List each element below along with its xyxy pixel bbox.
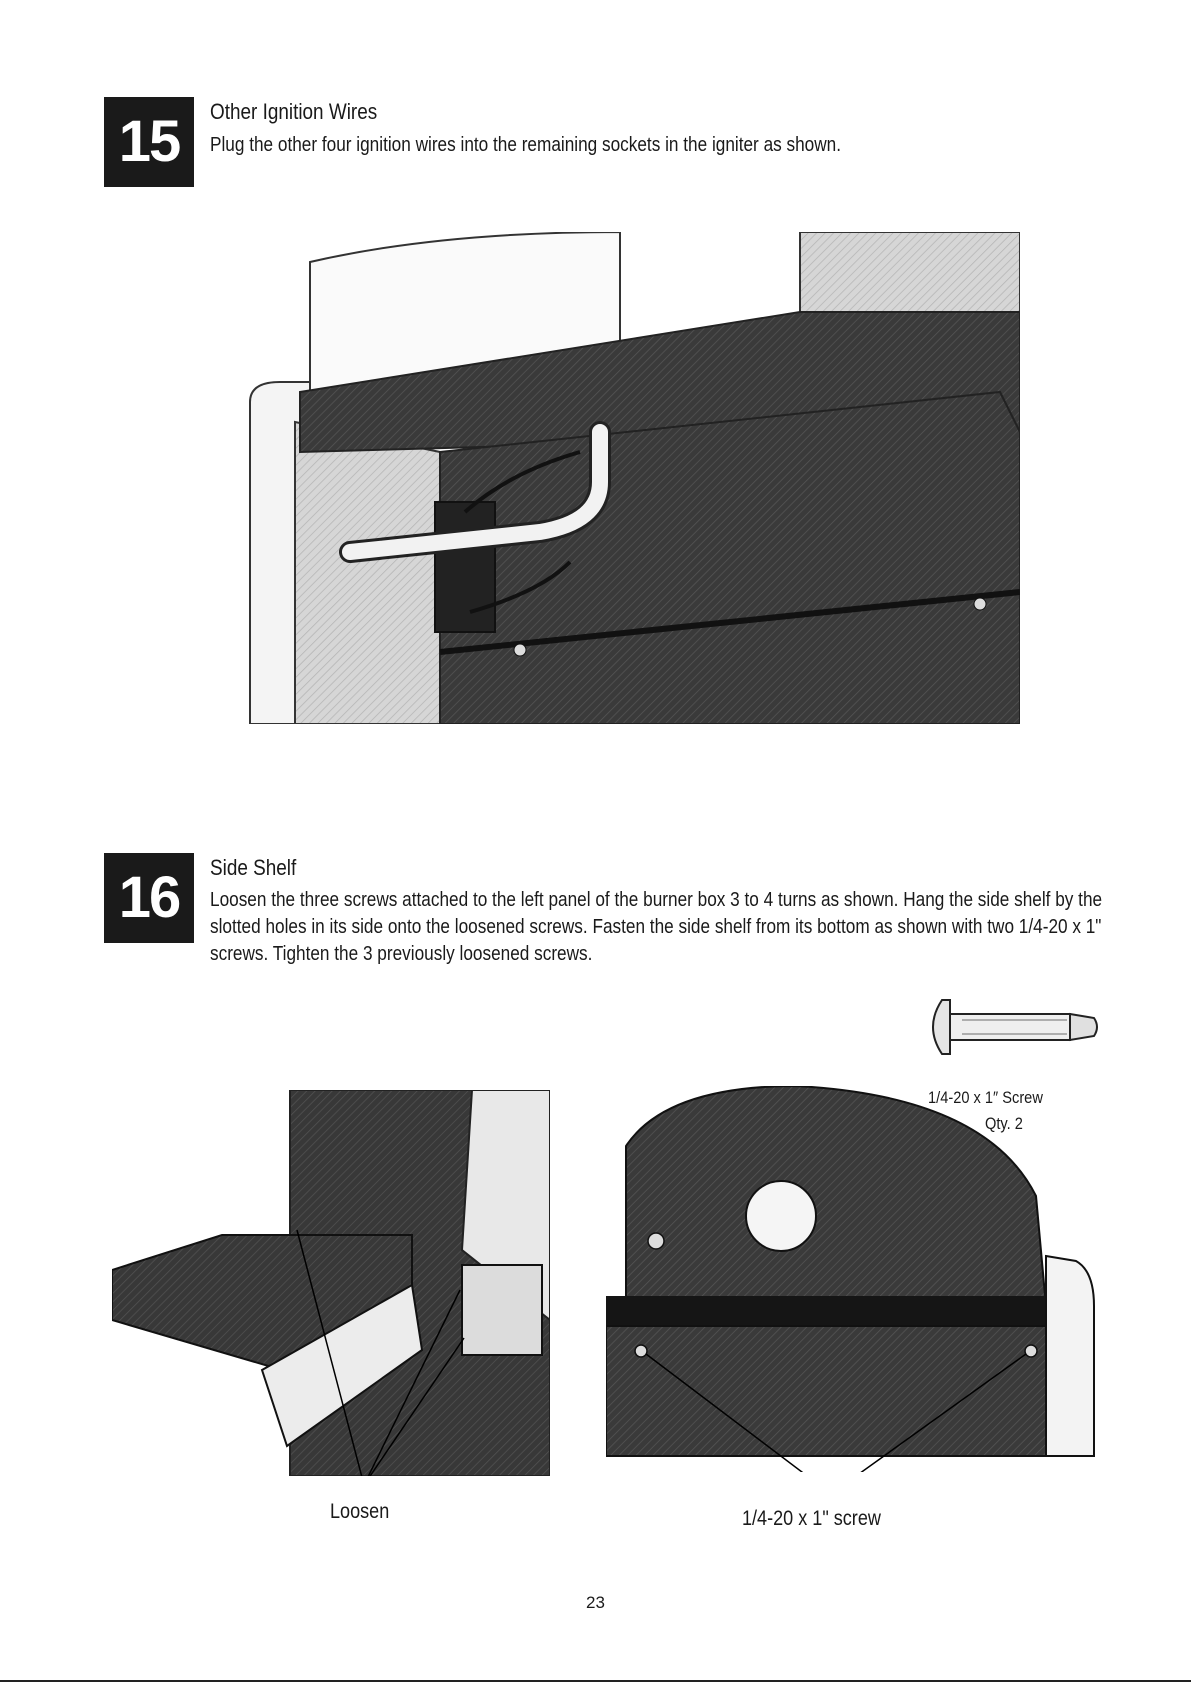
step-16-title: Side Shelf: [210, 855, 297, 880]
side-shelf-illustration: [112, 1090, 550, 1476]
bottom-rule: [0, 1680, 1191, 1682]
step-16-body: Loosen the three screws attached to the …: [210, 889, 1103, 965]
step-16-badge: 16: [104, 853, 194, 943]
screw-qty-label: Qty. 2: [985, 1114, 1023, 1133]
screw-spec-label: 1/4-20 x 1″ Screw: [928, 1088, 1043, 1107]
screw-icon: [932, 999, 1098, 1055]
loosen-label: Loosen: [330, 1500, 390, 1523]
shelf-bottom-illustration: [606, 1086, 1095, 1472]
step-15-body: Plug the other four ignition wires into …: [210, 134, 842, 156]
step-15-title: Other Ignition Wires: [210, 99, 378, 124]
step-15-badge: 15: [104, 97, 194, 187]
ignition-wires-illustration: [249, 232, 1020, 724]
screw-bottom-label: 1/4-20 x 1" screw: [742, 1507, 881, 1530]
page-number: 23: [586, 1593, 605, 1612]
